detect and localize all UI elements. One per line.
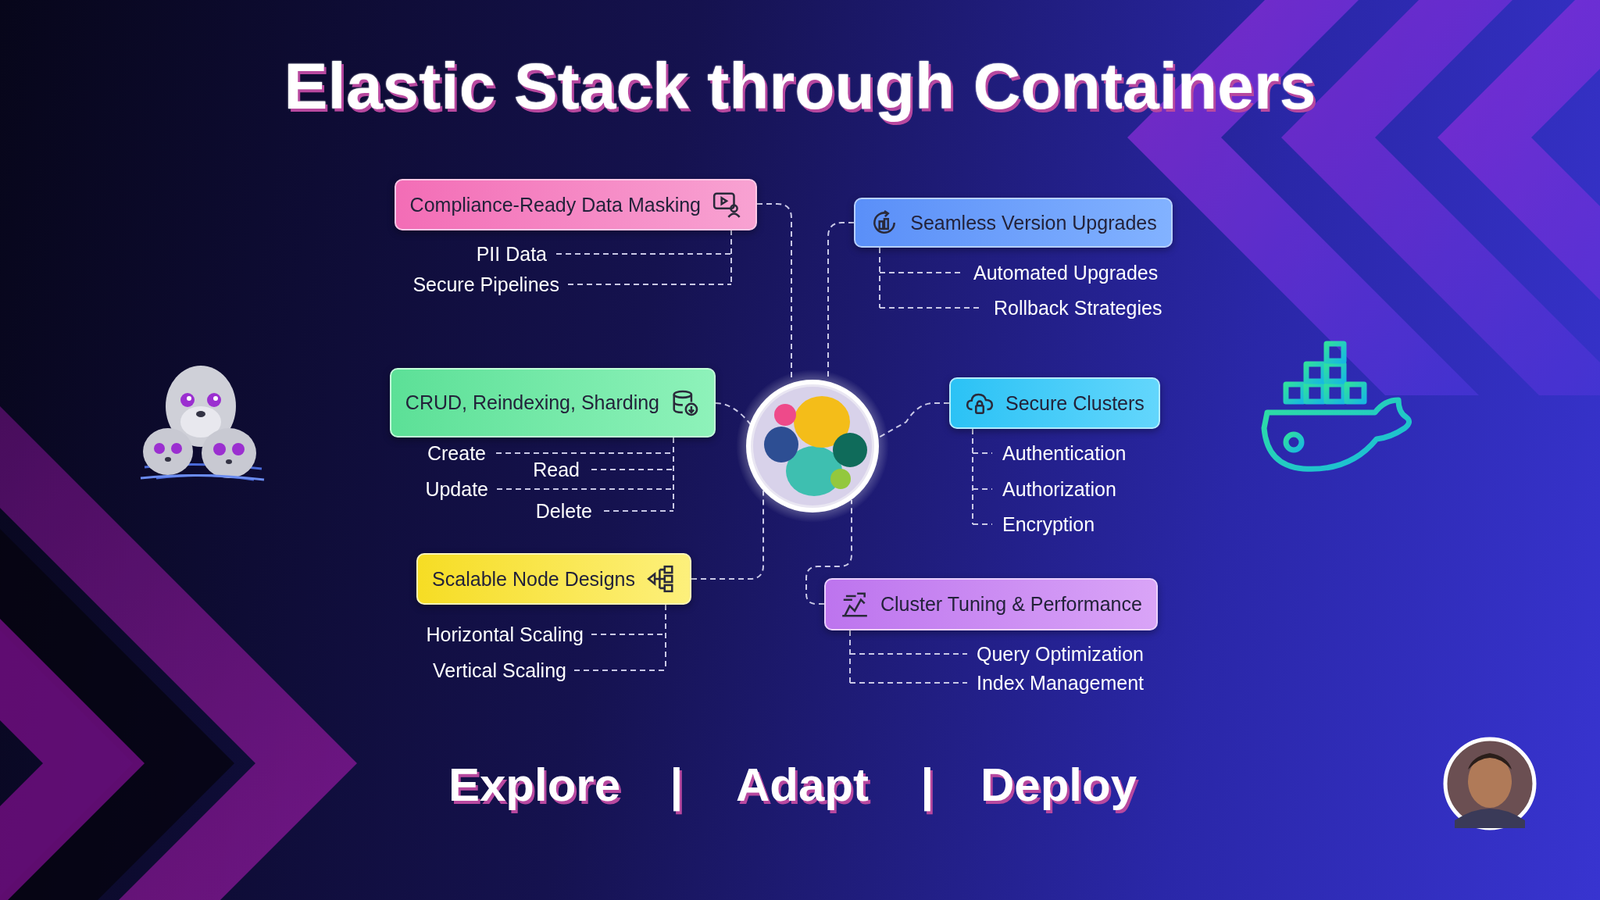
feature-box: Scalable Node Designs xyxy=(416,553,692,605)
sub-item-label: Authorization xyxy=(1002,479,1117,500)
sub-item-label: Secure Pipelines xyxy=(412,275,560,295)
cloud-lock-icon xyxy=(964,388,995,418)
box-label: Seamless Version Upgrades xyxy=(910,211,1157,235)
sub-item-label: Rollback Strategies xyxy=(993,298,1162,318)
sub-item-label: Update xyxy=(425,479,489,500)
sub-item-label: Delete xyxy=(535,501,593,522)
hub-lines xyxy=(691,203,950,604)
sub-item-label: Automated Upgrades xyxy=(973,263,1158,283)
feature-box: Cluster Tuning & Performance xyxy=(824,578,1158,631)
tagline-word: | xyxy=(670,761,684,809)
sub-item-label: Encryption xyxy=(1002,514,1095,535)
tagline-word: Explore xyxy=(448,761,621,809)
sub-item-label: Vertical Scaling xyxy=(432,660,567,681)
tagline-word: Adapt xyxy=(735,761,869,809)
box-label: Compliance-Ready Data Masking xyxy=(410,193,701,217)
elastic-logo xyxy=(735,369,890,523)
docker-whale xyxy=(1264,343,1410,469)
tagline-word: | xyxy=(921,761,935,809)
box-label: CRUD, Reindexing, Sharding xyxy=(405,391,660,415)
feature-box: CRUD, Reindexing, Sharding xyxy=(389,367,716,438)
box-label: Secure Clusters xyxy=(1005,392,1145,415)
feature-box: Compliance-Ready Data Masking xyxy=(394,178,758,231)
author-avatar xyxy=(1445,739,1535,829)
sub-item-label: PII Data xyxy=(476,244,547,265)
upgrade-icon xyxy=(869,207,900,238)
database-icon xyxy=(670,388,700,418)
sub-item-label: Horizontal Scaling xyxy=(426,625,585,645)
sub-item-label: Query Optimization xyxy=(976,644,1144,665)
box-label: Scalable Node Designs xyxy=(432,567,636,591)
feature-box: Secure Clusters xyxy=(949,377,1161,429)
sub-item-label: Create xyxy=(427,443,486,464)
seal-illustration xyxy=(140,365,265,480)
tuning-icon xyxy=(839,589,870,620)
sub-item-label: Authentication xyxy=(1002,443,1126,464)
feature-box: Seamless Version Upgrades xyxy=(853,197,1173,248)
sub-item-label: Index Management xyxy=(976,673,1144,693)
box-label: Cluster Tuning & Performance xyxy=(880,592,1143,616)
diagram-title: Elastic Stack through Containers xyxy=(0,48,1600,125)
node-tree-icon xyxy=(646,564,676,594)
screen-person-icon xyxy=(711,189,742,220)
tagline-word: Deploy xyxy=(980,761,1137,809)
sub-item-label: Read xyxy=(532,460,580,480)
